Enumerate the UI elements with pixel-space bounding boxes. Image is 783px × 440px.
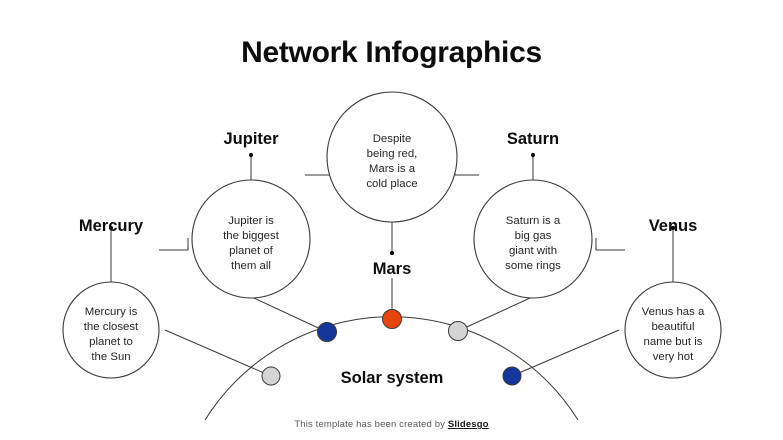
connector-jupiter-label — [248, 152, 254, 180]
bubble-venus[interactable]: Venus has a beautiful name but is very h… — [624, 281, 722, 379]
connector-jupiter-orbit — [242, 292, 328, 333]
connector-saturn-orbit — [457, 292, 542, 332]
planet-dot-saturn[interactable] — [448, 321, 468, 341]
node-label-saturn: Saturn — [507, 130, 559, 148]
node-label-mercury: Mercury — [79, 217, 144, 235]
bubble-mercury-line-2: planet to — [89, 336, 133, 348]
planet-dot-mercury[interactable] — [261, 366, 281, 386]
bubble-mars-line-3: cold place — [366, 178, 417, 190]
connector-mercury-jupiter — [159, 238, 189, 251]
footer-credit: This template has been created by Slides… — [0, 419, 783, 430]
bubble-saturn-line-1: big gas — [515, 230, 552, 242]
planet-dot-mars[interactable] — [382, 309, 402, 329]
planet-dot-jupiter[interactable] — [317, 322, 337, 342]
bubble-mercury[interactable]: Mercury is the closest planet to the Sun — [62, 281, 160, 379]
bubble-jupiter-line-3: them all — [231, 260, 271, 272]
bubble-saturn[interactable]: Saturn is a big gas giant with some ring… — [473, 179, 593, 299]
bubble-mars[interactable]: Despite being red, Mars is a cold place — [326, 91, 458, 223]
bubble-jupiter-line-0: Jupiter is — [228, 215, 274, 227]
connector-mercury-orbit — [164, 329, 272, 377]
bubble-mars-line-1: being red, — [367, 148, 418, 160]
bubble-saturn-line-0: Saturn is a — [506, 215, 561, 227]
bubble-mars-line-0: Despite — [373, 133, 412, 145]
connector-venus-label — [670, 225, 676, 283]
bubble-jupiter-line-1: the biggest — [223, 230, 280, 242]
connector-mercury-label — [108, 225, 114, 283]
planet-dot-venus[interactable] — [502, 366, 522, 386]
bubble-mercury-line-3: the Sun — [91, 351, 130, 363]
connector-saturn-label — [530, 152, 536, 180]
bubble-mars-line-2: Mars is a — [369, 163, 416, 175]
bubble-jupiter[interactable]: Jupiter is the biggest planet of them al… — [191, 179, 311, 299]
connector-mars-saturn — [454, 157, 479, 176]
bubble-mercury-line-1: the closest — [84, 321, 139, 333]
node-label-jupiter: Jupiter — [223, 130, 279, 148]
bubble-saturn-line-2: giant with — [509, 245, 557, 257]
slidesgo-link[interactable]: Slidesgo — [447, 419, 489, 430]
node-label-mars: Mars — [373, 260, 412, 278]
bubble-venus-line-3: very hot — [653, 351, 694, 363]
bubble-venus-line-0: Venus has a — [642, 306, 705, 318]
footer-prefix: This template has been created by — [294, 419, 448, 430]
center-label-solar-system: Solar system — [341, 369, 444, 387]
bubble-venus-line-2: name but is — [644, 336, 703, 348]
connector-saturn-venus — [595, 238, 625, 251]
connector-venus-orbit — [511, 329, 620, 377]
node-label-venus: Venus — [649, 217, 698, 235]
bubble-saturn-line-3: some rings — [505, 260, 561, 272]
bubble-mercury-line-0: Mercury is — [85, 306, 138, 318]
page-title: Network Infographics — [241, 36, 542, 69]
connector-jupiter-mars — [305, 157, 331, 176]
bubble-venus-line-1: beautiful — [651, 321, 694, 333]
bubble-jupiter-line-2: planet of — [229, 245, 274, 257]
